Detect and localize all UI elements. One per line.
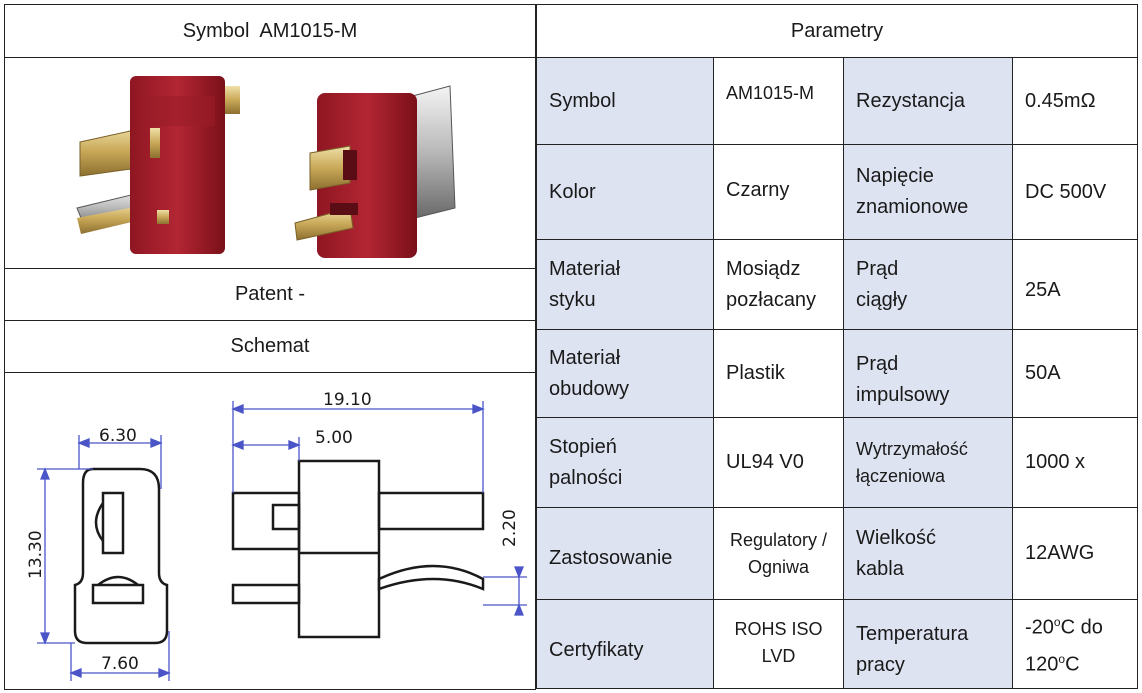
symbol-header-text: Symbol AM1015-M	[182, 19, 358, 42]
connector-photo-left	[76, 76, 240, 254]
front-view-slot-vertical	[101, 491, 125, 555]
param-value-symbol: AM1015-M	[713, 57, 844, 145]
front-view-slot-horizontal	[91, 583, 145, 605]
param-label-housing-material: Materiał obudowy	[536, 329, 714, 418]
param-label-cable-size: Wielkość kabla	[843, 507, 1013, 600]
param-label-flammability: Stopień palności	[536, 417, 714, 508]
schematic-title: Schemat	[230, 335, 310, 357]
param-value-resistance: 0.45mΩ	[1012, 57, 1138, 145]
parameters-header: Parametry	[536, 4, 1138, 58]
param-label-contact-material: Materiał styku	[536, 239, 714, 330]
param-value-switching-durability: 1000 x	[1012, 417, 1138, 508]
param-value-continuous-current: 25A	[1012, 239, 1138, 330]
symbol-header: Symbol AM1015-M	[4, 4, 536, 58]
param-value-housing-material: Plastik	[713, 329, 844, 418]
param-value-rated-voltage: DC 500V	[1012, 144, 1138, 240]
dim-total-length: 19.10	[323, 390, 372, 410]
param-label-certificates: Certyfikaty	[536, 599, 714, 689]
param-value-application: Regulatory / Ogniwa	[713, 507, 844, 600]
param-label-continuous-current: Prąd ciągły	[843, 239, 1013, 330]
param-value-contact-material: Mosiądz pozłacany	[713, 239, 844, 330]
dim-width-top: 6.30	[99, 426, 137, 446]
param-label-operating-temp: Temperatura pracy	[843, 599, 1013, 689]
param-label-pulse-current: Prąd impulsowy	[843, 329, 1013, 418]
param-label-resistance: Rezystancja	[843, 57, 1013, 145]
param-value-certificates: ROHS ISO LVD	[713, 599, 844, 689]
side-view-body	[297, 459, 381, 639]
param-label-application: Zastosowanie	[536, 507, 714, 600]
dim-height: 13.30	[26, 530, 46, 579]
schematic-title-cell: Schemat	[4, 320, 536, 373]
dim-body-length: 5.00	[315, 428, 353, 448]
schematic-drawing: 19.10 5.00 6.30 7.60 13.30 2.20	[26, 390, 527, 681]
param-label-switching-durability: Wytrzymałość łączeniowa	[843, 417, 1013, 508]
schematic-cell: 19.10 5.00 6.30 7.60 13.30 2.20	[4, 372, 536, 690]
side-view-pin-left	[231, 491, 301, 551]
dim-width-bottom: 7.60	[101, 654, 139, 674]
param-label-symbol: Symbol	[536, 57, 714, 145]
connector-photo-right	[294, 85, 456, 258]
patent-cell: Patent -	[4, 268, 536, 321]
param-value-cable-size: 12AWG	[1012, 507, 1138, 600]
product-photo-cell	[4, 57, 536, 269]
param-label-rated-voltage: Napięcie znamionowe	[843, 144, 1013, 240]
param-value-flammability: UL94 V0	[713, 417, 844, 508]
side-view-pin-right	[377, 491, 485, 531]
operating-temp-text: -20oC do 120oC	[1025, 615, 1103, 676]
param-value-color: Czarny	[713, 144, 844, 240]
patent-text: Patent -	[234, 283, 306, 305]
param-value-operating-temp: -20oC do 120oC	[1012, 599, 1138, 689]
side-view-pin-bottom	[231, 583, 301, 605]
dim-pin-thickness: 2.20	[500, 509, 520, 547]
front-view-outline	[73, 467, 169, 645]
param-label-color: Kolor	[536, 144, 714, 240]
param-value-pulse-current: 50A	[1012, 329, 1138, 418]
parameters-header-text: Parametry	[790, 19, 884, 42]
product-photo	[76, 76, 456, 258]
